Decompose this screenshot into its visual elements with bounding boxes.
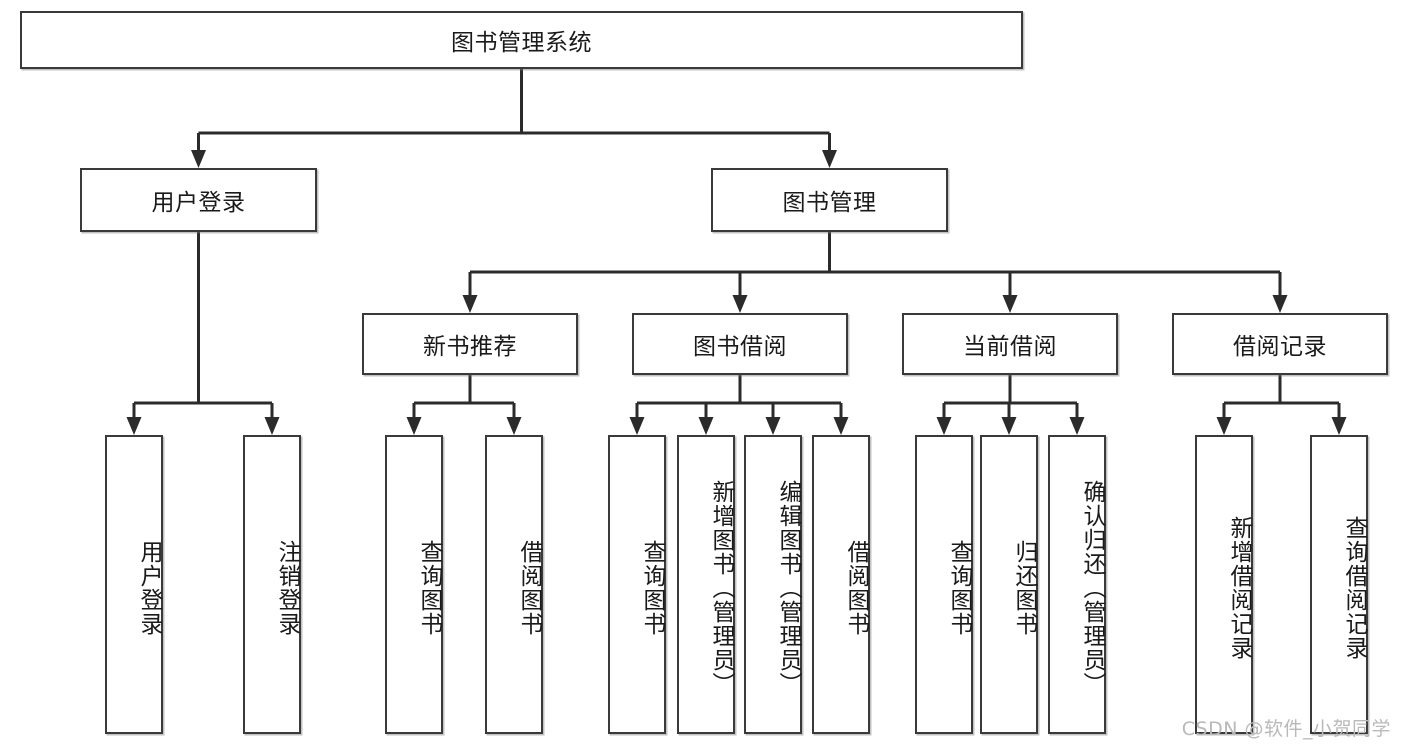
node-leaf-query-record[interactable]: 查询借阅记录 [1310, 435, 1368, 734]
node-label: 当前借阅 [963, 334, 1057, 360]
node-label: 查询图书 [416, 539, 442, 636]
node-label: 图书管理系统 [451, 30, 592, 56]
node-label: 新增图书（管理员） [708, 479, 734, 696]
node-label: 图书借阅 [693, 334, 787, 360]
node-label: 用户登录 [151, 190, 246, 216]
node-leaf-logout[interactable]: 注销登录 [243, 435, 301, 734]
node-label: 确认归还（管理员） [1079, 479, 1105, 696]
node-borrow-record[interactable]: 借阅记录 [1172, 313, 1388, 375]
node-label: 查询图书 [639, 539, 665, 636]
node-book-borrow[interactable]: 图书借阅 [632, 313, 848, 375]
node-label: 图书管理 [782, 190, 877, 216]
node-leaf-query-book-1[interactable]: 查询图书 [385, 435, 443, 734]
node-current-borrow[interactable]: 当前借阅 [902, 313, 1118, 375]
node-leaf-return-book[interactable]: 归还图书 [980, 435, 1038, 734]
node-label: 查询图书 [946, 539, 972, 636]
node-label: 注销登录 [274, 539, 300, 636]
node-label: 编辑图书（管理员） [775, 479, 801, 696]
node-new-book-rec[interactable]: 新书推荐 [362, 313, 578, 375]
node-user-login[interactable]: 用户登录 [80, 168, 317, 232]
node-label: 归还图书 [1011, 539, 1037, 636]
node-leaf-add-record[interactable]: 新增借阅记录 [1195, 435, 1253, 734]
node-label: 借阅图书 [843, 539, 869, 636]
node-leaf-query-book-3[interactable]: 查询图书 [915, 435, 973, 734]
node-leaf-edit-book[interactable]: 编辑图书（管理员） [744, 435, 802, 734]
node-leaf-query-book-2[interactable]: 查询图书 [608, 435, 666, 734]
node-leaf-borrow-book-1[interactable]: 借阅图书 [485, 435, 543, 734]
node-leaf-add-book[interactable]: 新增图书（管理员） [677, 435, 735, 734]
node-label: 新增借阅记录 [1226, 515, 1252, 660]
node-book-manage[interactable]: 图书管理 [711, 168, 948, 232]
node-label: 借阅图书 [516, 539, 542, 636]
node-leaf-user-login[interactable]: 用户登录 [105, 435, 163, 734]
node-label: 借阅记录 [1233, 334, 1327, 360]
node-root[interactable]: 图书管理系统 [20, 11, 1023, 69]
node-label: 查询借阅记录 [1341, 515, 1367, 660]
node-label: 用户登录 [136, 539, 162, 636]
node-label: 新书推荐 [423, 334, 517, 360]
node-leaf-borrow-book-2[interactable]: 借阅图书 [812, 435, 870, 734]
watermark: CSDN @软件_小贺同学 [1181, 718, 1391, 740]
node-leaf-confirm-return[interactable]: 确认归还（管理员） [1048, 435, 1106, 734]
